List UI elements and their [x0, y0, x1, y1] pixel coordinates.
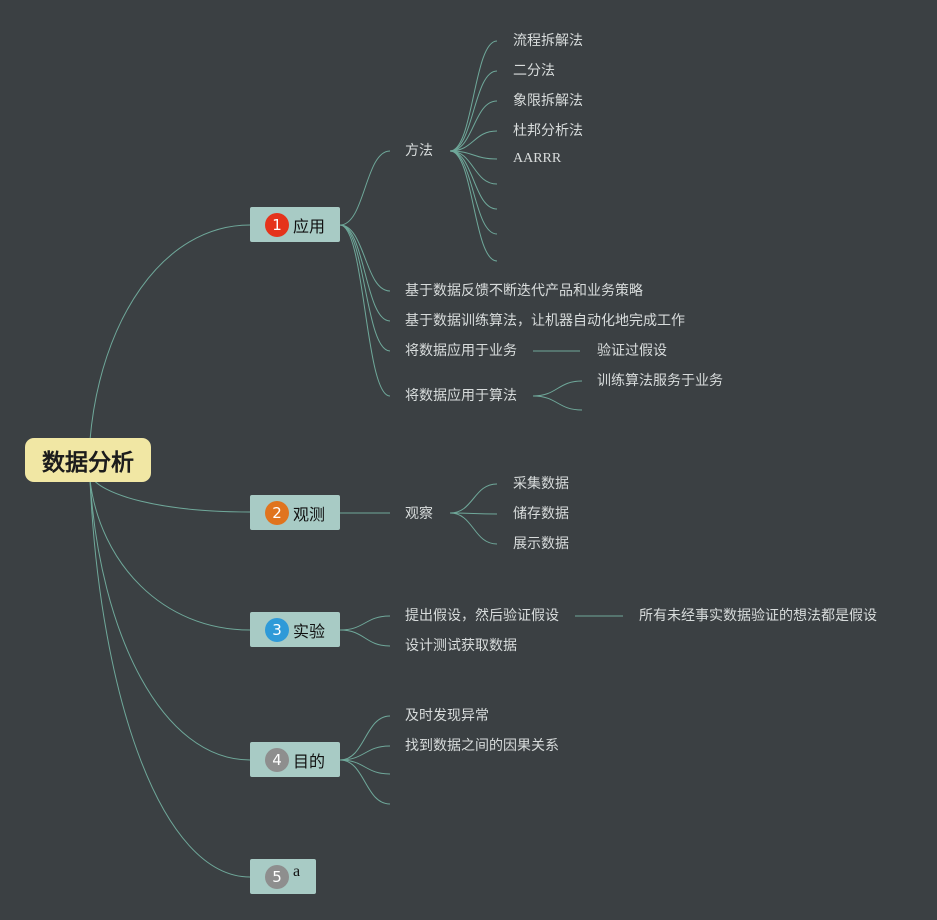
- branch-label: 观测: [293, 504, 326, 524]
- root-node[interactable]: 数据分析: [25, 438, 151, 482]
- priority-5-icon: 5: [265, 864, 289, 889]
- root-label: 数据分析: [42, 450, 134, 476]
- method-subtopic-line-3: [449, 130, 498, 152]
- subtopic-process-decomposition[interactable]: 流程拆解法: [513, 33, 583, 49]
- observe-subtopic-line-2: [449, 512, 498, 545]
- subtopic-binary-search[interactable]: 二分法: [513, 63, 555, 79]
- branch-3-child-line-1: [339, 629, 391, 647]
- subtopic-verify-hypothesis[interactable]: 验证过假设: [597, 343, 667, 359]
- subtopic-aarrr[interactable]: AARRR: [513, 151, 562, 166]
- branch-1-child-line-1: [339, 224, 391, 292]
- observe-subtopic-line-0: [449, 483, 498, 514]
- branch-3-child-line-0: [339, 615, 391, 631]
- topic-design-test[interactable]: 设计测试获取数据: [405, 638, 517, 654]
- subtopic-algorithm-serves-business[interactable]: 训练算法服务于业务: [597, 373, 723, 389]
- branch-label: 实验: [293, 621, 326, 641]
- priority-3-icon: 3: [265, 617, 289, 642]
- branch-1-child-line-3: [339, 224, 391, 352]
- branch-node-experiment[interactable]: 3 实验: [250, 612, 340, 647]
- topic-method[interactable]: 方法: [405, 143, 433, 159]
- observe-subtopic-line-1: [449, 512, 498, 515]
- subtopic-unverified-ideas[interactable]: 所有未经事实数据验证的想法都是假设: [639, 608, 877, 624]
- topic-apply-to-business[interactable]: 将数据应用于业务: [405, 343, 517, 359]
- priority-2-icon: 2: [265, 500, 289, 525]
- algorithm-child-line-0: [532, 380, 583, 397]
- branch-label: a: [293, 862, 301, 880]
- branch-4-child-line-0: [339, 715, 391, 761]
- root-to-branch-2: [89, 474, 251, 513]
- branch-1-child-line-0: [339, 150, 391, 226]
- branch-1-child-line-4: [339, 224, 391, 397]
- algorithm-child-line-1: [532, 395, 583, 411]
- topic-observe[interactable]: 观察: [405, 506, 433, 522]
- method-subtopic-line-0: [449, 40, 498, 152]
- branch-node-a[interactable]: 5 a: [250, 859, 316, 894]
- branch-4-child-line-3: [339, 759, 391, 805]
- topic-detect-anomaly[interactable]: 及时发现异常: [405, 708, 489, 724]
- subtopic-collect-data[interactable]: 采集数据: [513, 476, 569, 492]
- branch-label: 目的: [293, 751, 326, 771]
- priority-1-icon: 1: [265, 212, 289, 237]
- method-subtopic-line-6: [449, 150, 498, 210]
- topic-propose-hypothesis[interactable]: 提出假设，然后验证假设: [405, 608, 559, 624]
- topic-apply-to-algorithm[interactable]: 将数据应用于算法: [405, 388, 517, 404]
- branch-label: 应用: [293, 216, 326, 236]
- topic-train-algorithm[interactable]: 基于数据训练算法，让机器自动化地完成工作: [405, 313, 685, 329]
- root-to-branch-4: [89, 479, 251, 761]
- method-subtopic-line-8: [449, 150, 498, 262]
- topic-find-causality[interactable]: 找到数据之间的因果关系: [405, 738, 559, 754]
- branch-node-observation[interactable]: 2 观测: [250, 495, 340, 530]
- branch-4-child-line-2: [339, 759, 391, 775]
- branch-node-application[interactable]: 1 应用: [250, 207, 340, 242]
- method-subtopic-line-1: [449, 70, 498, 152]
- branch-4-child-line-1: [339, 745, 391, 761]
- method-subtopic-line-2: [449, 100, 498, 152]
- subtopic-store-data[interactable]: 储存数据: [513, 506, 569, 522]
- method-subtopic-line-7: [449, 150, 498, 235]
- subtopic-quadrant-decomposition[interactable]: 象限拆解法: [513, 93, 583, 109]
- root-to-branch-5: [89, 479, 251, 878]
- priority-4-icon: 4: [265, 747, 289, 772]
- subtopic-display-data[interactable]: 展示数据: [513, 536, 569, 552]
- topic-iterate-strategy[interactable]: 基于数据反馈不断迭代产品和业务策略: [405, 283, 643, 299]
- branch-node-purpose[interactable]: 4 目的: [250, 742, 340, 777]
- branch-1-child-line-2: [339, 224, 391, 322]
- root-to-branch-3: [89, 479, 251, 631]
- root-to-branch-1: [89, 224, 251, 441]
- subtopic-dupont-analysis[interactable]: 杜邦分析法: [513, 123, 583, 139]
